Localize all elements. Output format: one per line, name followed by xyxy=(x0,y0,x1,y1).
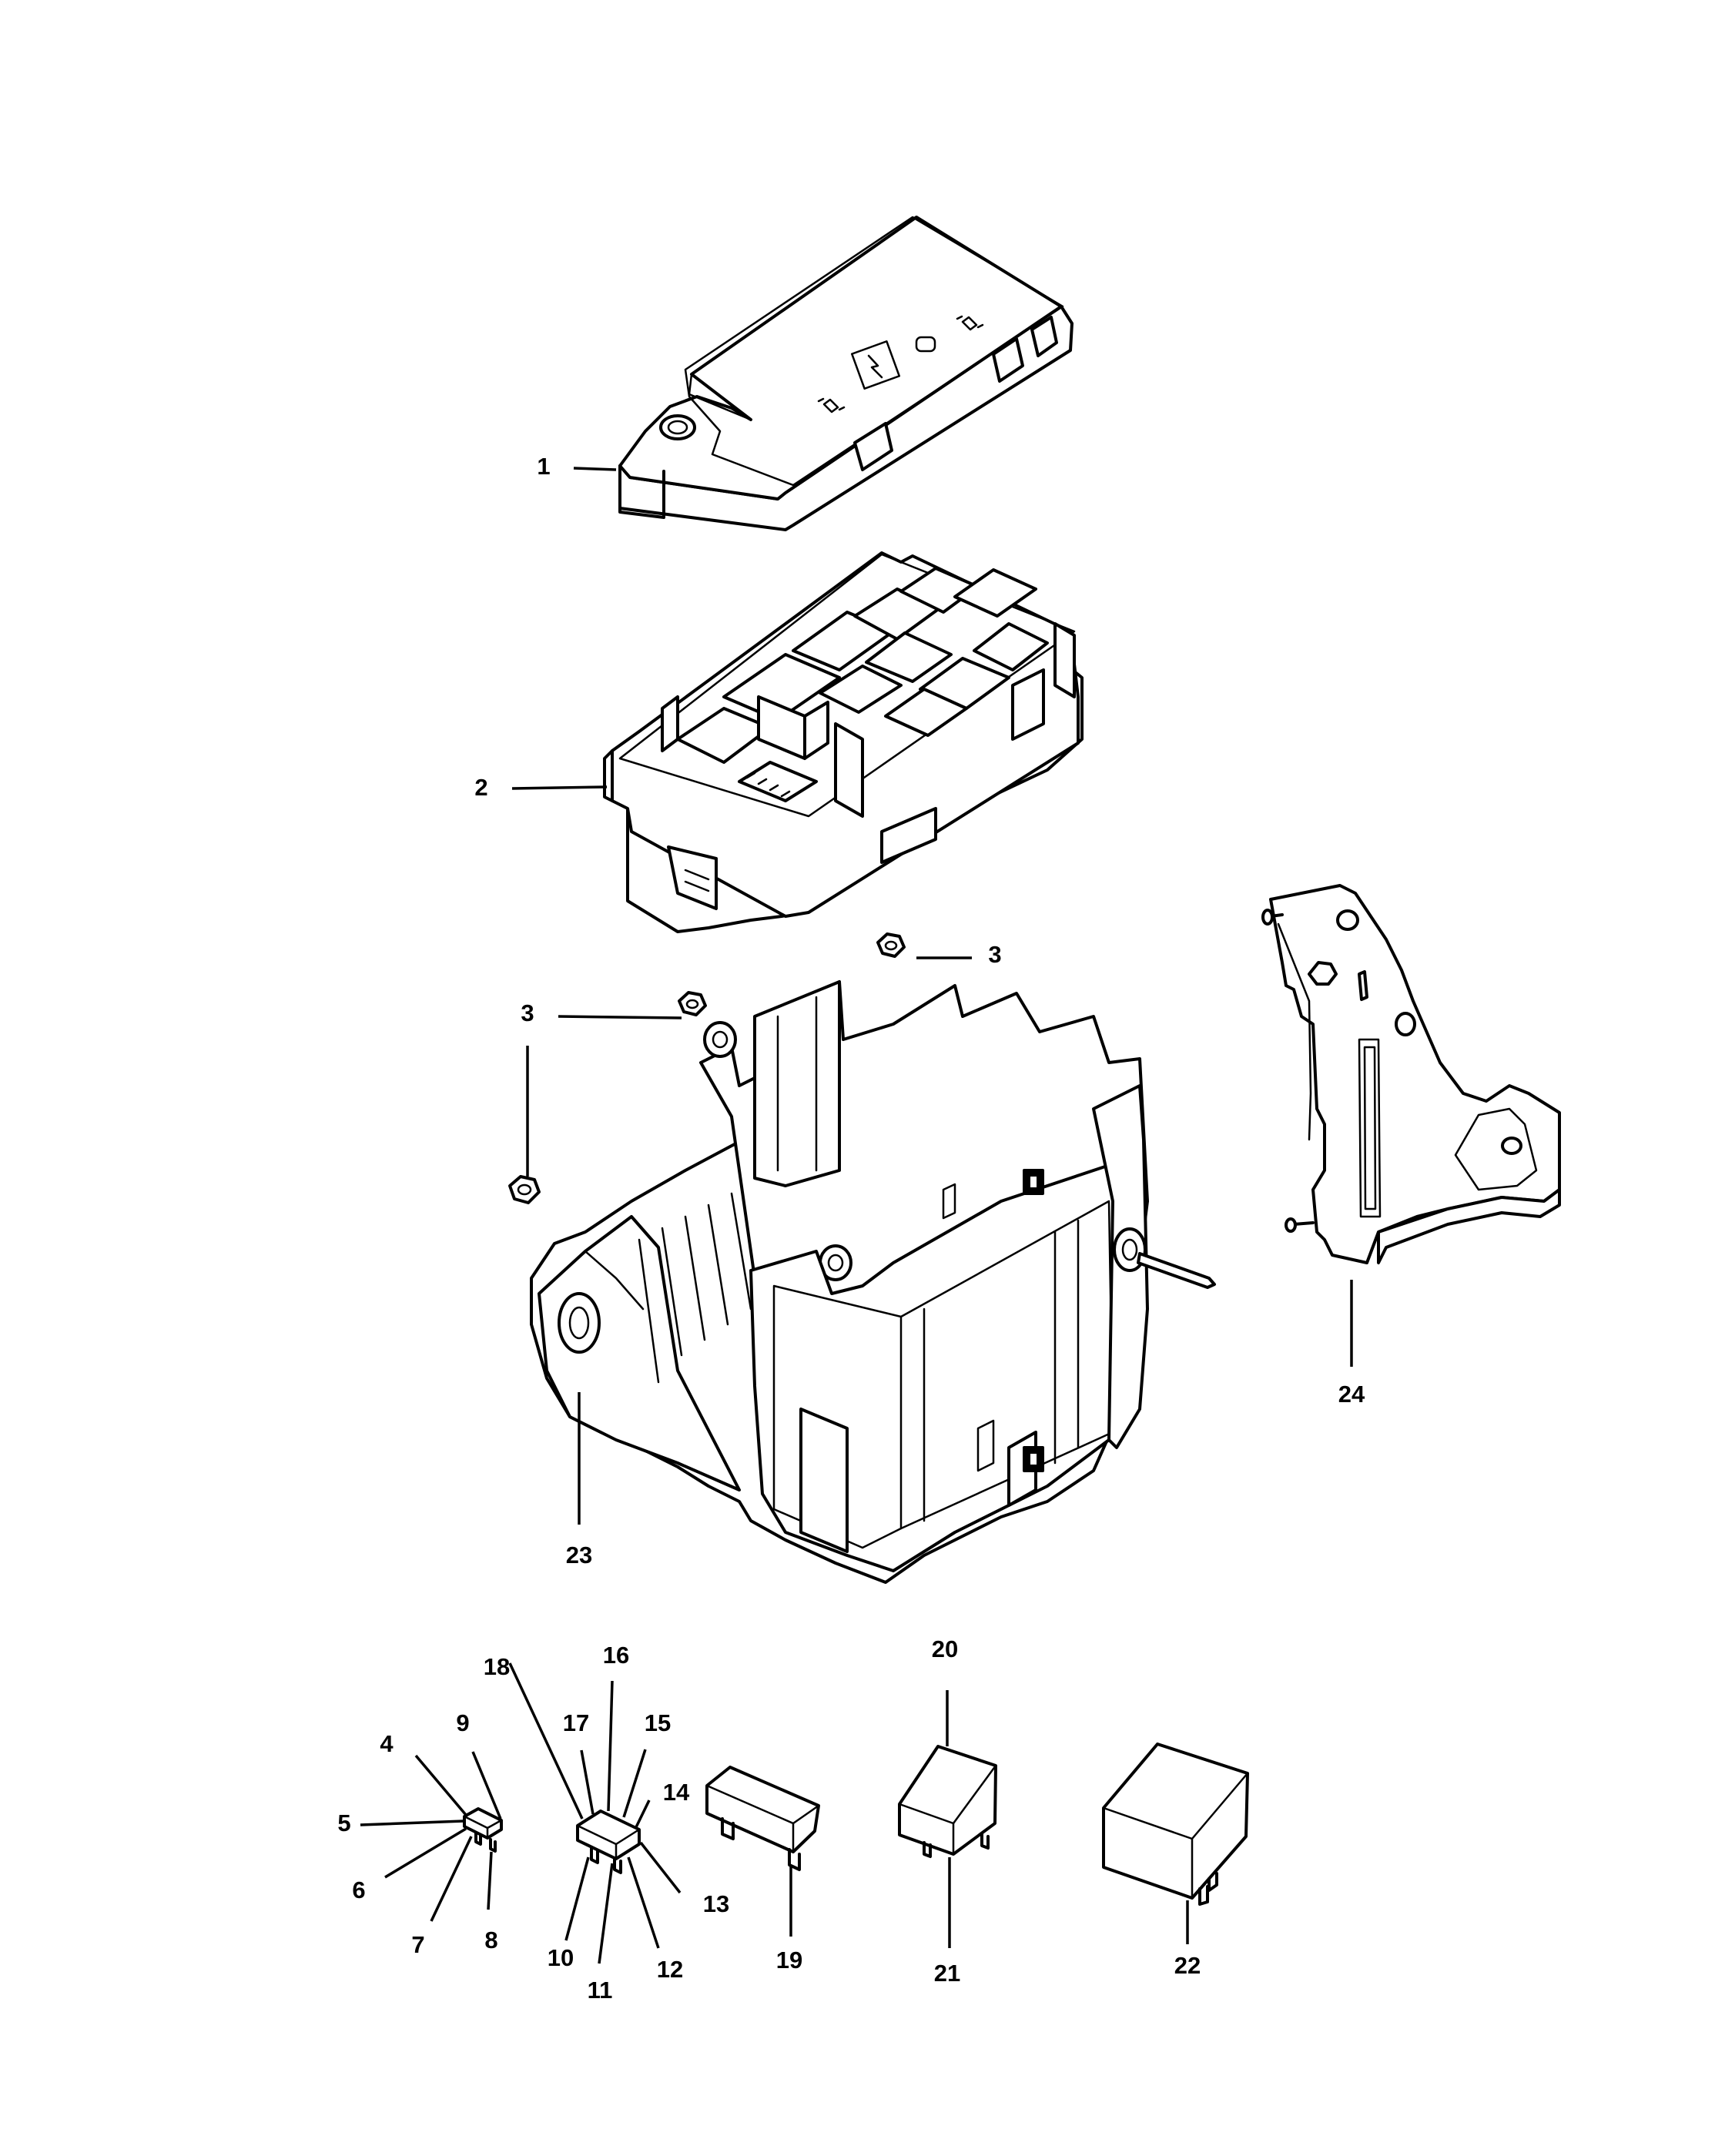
part-3-nut-c xyxy=(508,1175,541,1204)
part-3-nut-b xyxy=(678,991,707,1016)
leader-lines xyxy=(360,467,1353,1964)
part-2-fuse-block xyxy=(603,551,1084,933)
callout-9: 9 xyxy=(456,1709,469,1736)
callout-13: 13 xyxy=(703,1890,729,1917)
callout-4: 4 xyxy=(380,1730,394,1757)
callout-5: 5 xyxy=(337,1810,350,1836)
callout-10: 10 xyxy=(548,1944,574,1971)
callout-6: 6 xyxy=(352,1876,365,1903)
callout-2: 2 xyxy=(474,774,487,801)
part-19-micro-relay xyxy=(705,1766,820,1871)
callout-19: 19 xyxy=(776,1947,802,1974)
callout-18: 18 xyxy=(484,1653,510,1680)
callout-14: 14 xyxy=(663,1779,690,1806)
part-23-tray xyxy=(530,980,1216,1584)
callout-23: 23 xyxy=(566,1542,592,1568)
part-3-nut-a xyxy=(876,932,906,958)
fuse-mini xyxy=(463,1807,503,1853)
callout-12: 12 xyxy=(657,1956,683,1983)
fuse-ato xyxy=(576,1810,641,1874)
part-24-bracket xyxy=(1261,884,1561,1264)
callout-15: 15 xyxy=(645,1709,671,1736)
callout-17: 17 xyxy=(563,1709,589,1736)
callout-21: 21 xyxy=(934,1960,960,1987)
callout-3: 3 xyxy=(988,941,1001,968)
callout-22: 22 xyxy=(1174,1952,1201,1979)
callout-8: 8 xyxy=(484,1927,497,1953)
callout-1: 1 xyxy=(537,453,550,480)
callout-11: 11 xyxy=(588,1977,613,2004)
callout-24: 24 xyxy=(1338,1381,1365,1408)
callout-3: 3 xyxy=(521,999,534,1026)
callout-7: 7 xyxy=(411,1931,424,1958)
callout-labels: 1 2 3 3 4 5 6 7 8 9 10 11 12 13 14 15 16… xyxy=(337,453,1365,2004)
callout-20: 20 xyxy=(932,1635,958,1662)
part-22-relay xyxy=(1102,1743,1249,1906)
part-1-cover xyxy=(618,216,1074,531)
callout-16: 16 xyxy=(603,1642,629,1669)
part-20-mini-relay xyxy=(898,1745,997,1858)
